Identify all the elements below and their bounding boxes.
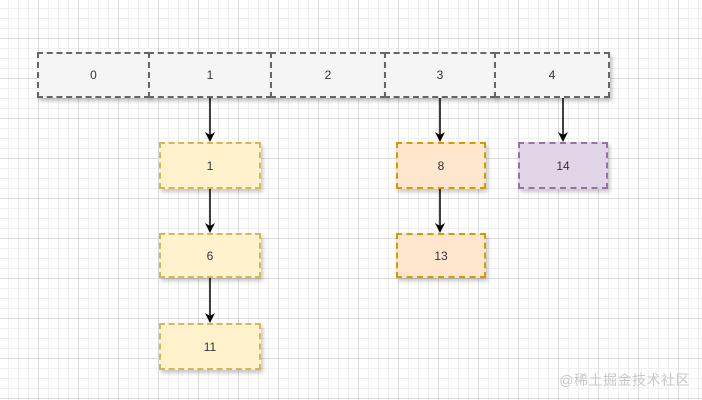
node-label: 6 [206,248,214,263]
array-cell-label: 0 [90,68,97,82]
node-label: 14 [556,158,570,173]
chain-node-13: 13 [396,233,486,278]
chain-node-11: 11 [159,323,261,370]
chain-node-6: 6 [159,233,261,278]
array-cell-1: 1 [148,52,272,98]
array-cell-3: 3 [384,52,496,98]
node-label: 1 [206,158,214,173]
chain-node-8: 8 [396,142,486,189]
array-cell-0: 0 [37,52,150,98]
chain-node-1: 1 [159,142,261,189]
array-cell-4: 4 [494,52,610,98]
array-cell-label: 3 [436,68,444,82]
array-cell-label: 4 [548,68,556,82]
watermark-text: @稀土掘金技术社区 [559,372,690,388]
chain-node-14: 14 [518,142,608,189]
array-cell-label: 1 [206,68,214,82]
node-label: 11 [203,339,217,354]
array-cell-label: 2 [324,68,332,82]
node-label: 8 [437,158,445,173]
array-cell-2: 2 [270,52,386,98]
node-label: 13 [434,248,448,263]
